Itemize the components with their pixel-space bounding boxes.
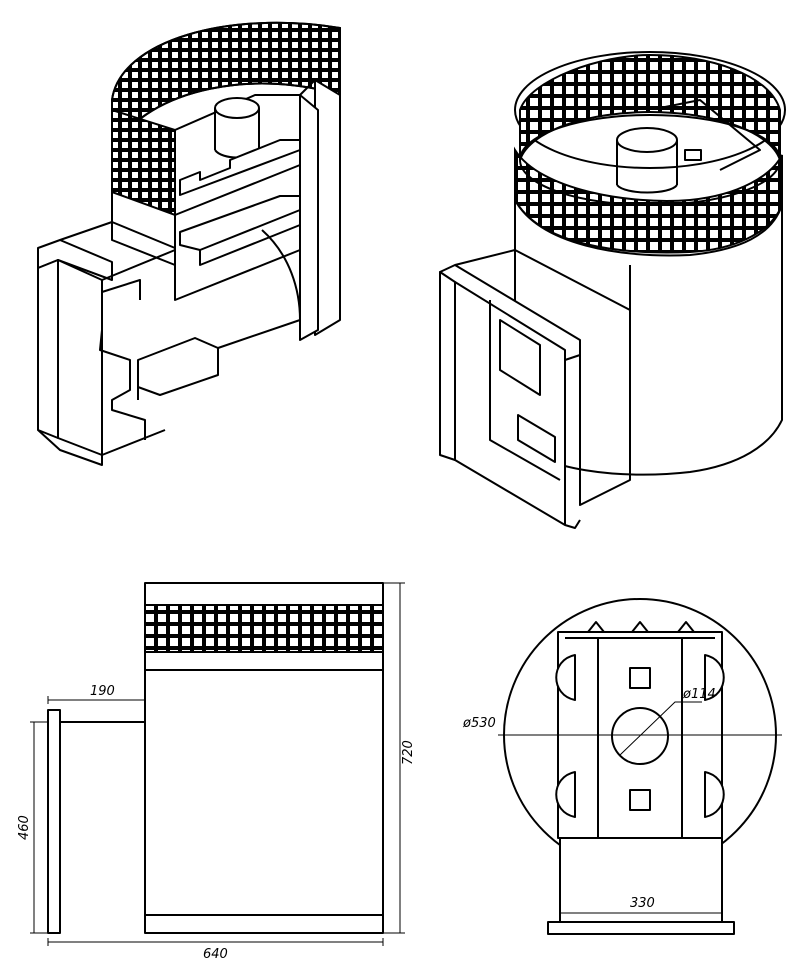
dimension-total-width: 640	[203, 947, 228, 962]
dimension-body-diameter: ø530	[462, 716, 496, 731]
exterior-isometric-view	[439, 51, 786, 529]
side-view: 190 640 720 460	[17, 582, 416, 962]
dimension-height-total: 720	[401, 740, 416, 765]
front-view: ø530 ø114 330	[462, 598, 782, 935]
dimension-base-width: 330	[630, 896, 655, 911]
dimension-pipe-diameter: ø114	[682, 687, 716, 702]
dimension-height-door: 460	[17, 815, 32, 840]
cutaway-isometric-view	[37, 21, 341, 466]
dimension-grid-width: 190	[90, 684, 115, 699]
